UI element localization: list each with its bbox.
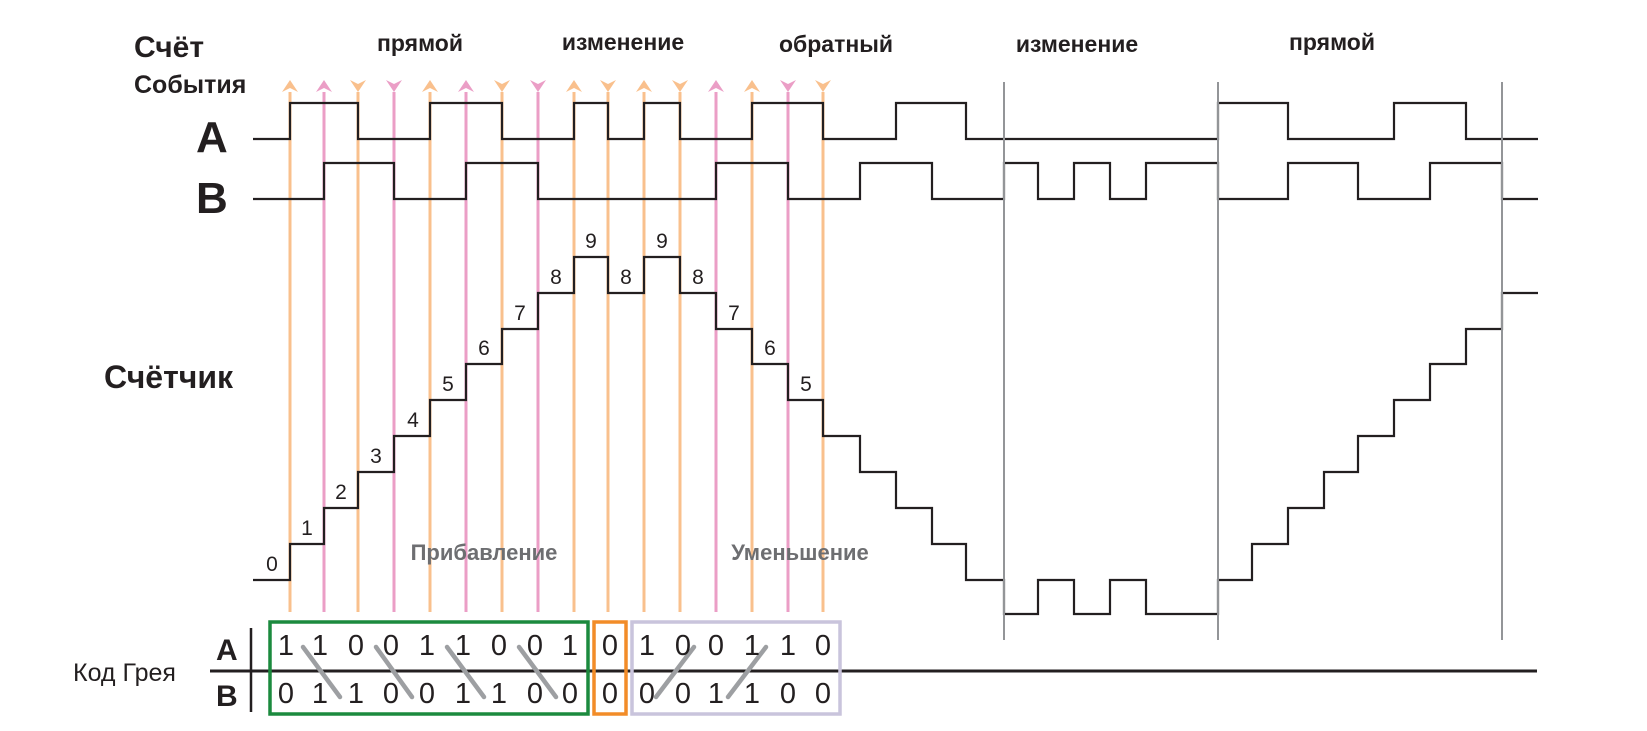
- event-arrow-down: [530, 80, 546, 92]
- event-arrow-up: [636, 80, 652, 92]
- gray-code-digit: 1: [491, 678, 507, 710]
- transition-mark: [300, 644, 343, 700]
- transition-mark: [516, 644, 559, 700]
- counter-value-label: 0: [266, 553, 278, 576]
- increment-box: [268, 620, 590, 716]
- counter-value-label: 6: [478, 337, 490, 360]
- gray-code-digit: 0: [562, 678, 578, 710]
- gray-code-digit: 0: [527, 678, 543, 710]
- gray-code-row-a-label: A: [216, 634, 238, 667]
- event-arrow-up: [708, 80, 724, 92]
- gray-code-digit: 0: [639, 678, 655, 710]
- gray-code-digit: 0: [815, 630, 831, 662]
- transition-mark: [725, 644, 769, 700]
- gray-code-digit: 1: [278, 630, 294, 662]
- gray-code-digit: 0: [348, 630, 364, 662]
- event-arrow-down: [494, 80, 510, 92]
- event-arrow-down: [780, 80, 796, 92]
- counter-value-label: 8: [550, 266, 562, 289]
- event-arrow-down: [600, 80, 616, 92]
- phase-label: изменение: [562, 29, 684, 55]
- gray-code-digit: 0: [675, 630, 691, 662]
- gray-code-digit: 1: [744, 630, 760, 662]
- gray-code-digit: 1: [312, 678, 328, 710]
- signal-a-label: A: [196, 113, 228, 162]
- counter-value-label: 4: [407, 409, 419, 432]
- gray-code-digit: 1: [780, 630, 796, 662]
- gray-code-digit: 0: [278, 678, 294, 710]
- gray-code-digit: 0: [780, 678, 796, 710]
- counter-value-label: 8: [692, 266, 704, 289]
- gray-code-transition-marks: [300, 644, 769, 700]
- gray-code-heading: Код Грея: [73, 659, 176, 687]
- gray-code-digit: 1: [708, 678, 724, 710]
- gray-code-digit: 0: [602, 630, 618, 662]
- event-markers: [282, 80, 831, 92]
- counter-value-label: 9: [656, 230, 668, 253]
- event-arrow-down: [350, 80, 366, 92]
- counter-value-label: 3: [370, 445, 382, 468]
- event-arrow-up: [282, 80, 298, 92]
- counter-value-label: 8: [620, 266, 632, 289]
- phase-label: прямой: [1289, 29, 1375, 55]
- counter-value-label: 7: [514, 302, 526, 325]
- increment-annotation: Прибавление: [411, 540, 558, 565]
- gray-code-digit: 0: [527, 630, 543, 662]
- phase-label: изменение: [1016, 31, 1138, 57]
- counter-value-label: 1: [301, 517, 313, 540]
- signal-b-label: B: [196, 174, 228, 223]
- gray-code-digit: 0: [383, 630, 399, 662]
- gray-code-digit: 0: [815, 678, 831, 710]
- gray-code-digit: 0: [383, 678, 399, 710]
- event-arrow-up: [744, 80, 760, 92]
- phase-label: прямой: [377, 30, 463, 56]
- phase-label: обратный: [779, 31, 893, 57]
- decrement-box: [630, 620, 842, 716]
- gray-code-row-b-label: B: [216, 680, 238, 713]
- counter-value-label: 9: [585, 230, 597, 253]
- event-arrow-up: [566, 80, 582, 92]
- gray-code-digit: 1: [455, 678, 471, 710]
- counter-heading: Счётчик: [104, 359, 234, 395]
- counter-staircase: [253, 255, 1538, 616]
- gray-code-digit: 0: [419, 678, 435, 710]
- signal-a-waveform: [253, 101, 1538, 141]
- event-arrow-down: [672, 80, 688, 92]
- counter-value-label: 5: [800, 373, 812, 396]
- gray-code-digit: 1: [744, 678, 760, 710]
- event-arrow-down: [386, 80, 402, 92]
- event-lines: [288, 92, 825, 612]
- gray-code-digit: 0: [491, 630, 507, 662]
- event-arrow-down: [815, 80, 831, 92]
- gray-code-digit: 1: [348, 678, 364, 710]
- gray-code-digit: 1: [639, 630, 655, 662]
- transition-mark: [444, 644, 487, 700]
- counter-value-label: 5: [442, 373, 454, 396]
- count-heading: Счёт: [134, 31, 204, 64]
- counter-value-label: 7: [728, 302, 740, 325]
- transition-mark: [653, 644, 697, 700]
- event-arrow-up: [422, 80, 438, 92]
- event-arrow-up: [316, 80, 332, 92]
- gray-code-digit: 0: [602, 678, 618, 710]
- gray-code-digit: 1: [419, 630, 435, 662]
- gray-code-digit: 1: [562, 630, 578, 662]
- gray-code-digit: 1: [312, 630, 328, 662]
- transition-mark: [373, 644, 415, 700]
- gray-code-digit: 1: [455, 630, 471, 662]
- change-box: [592, 620, 628, 716]
- events-heading: События: [134, 71, 246, 99]
- decrement-annotation: Уменьшение: [731, 540, 869, 565]
- counter-value-label: 6: [764, 337, 776, 360]
- signal-b-waveform: [253, 161, 1538, 201]
- event-arrow-up: [458, 80, 474, 92]
- counter-value-label: 2: [335, 481, 347, 504]
- gray-code-digit: 0: [675, 678, 691, 710]
- gray-code-digit: 0: [708, 630, 724, 662]
